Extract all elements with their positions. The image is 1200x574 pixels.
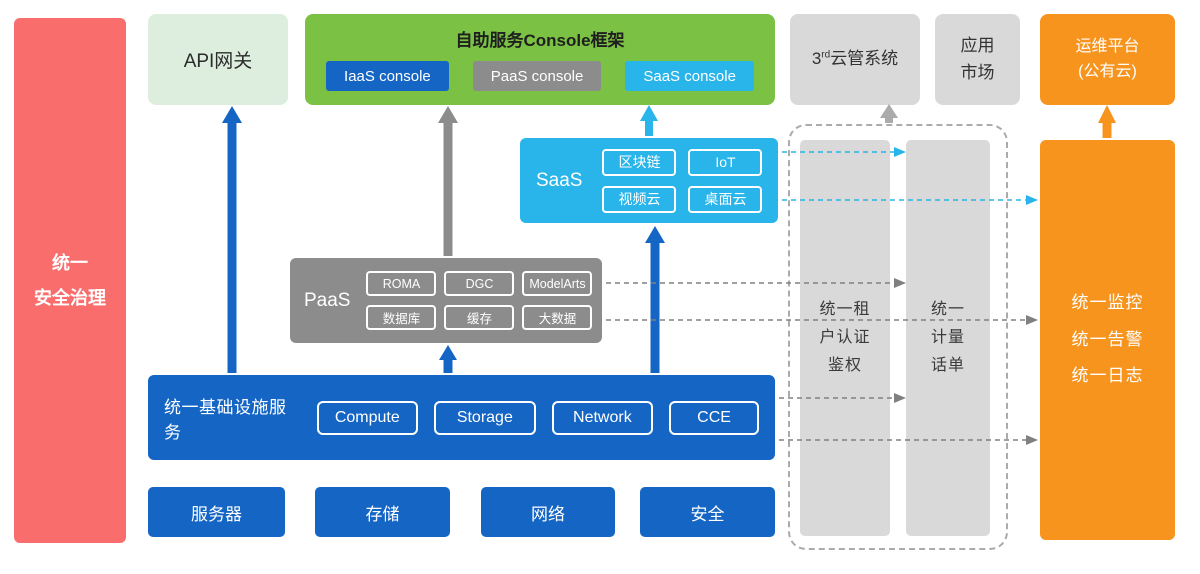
api-gateway-label: API网关 (183, 51, 253, 72)
paas-service-grid: ROMA DGC ModelArts 数据库 缓存 大数据 (366, 271, 593, 330)
saas-service-grid: 区块链 IoT 视频云 桌面云 (602, 148, 763, 213)
console-framework-box: 自助服务Console框架 IaaS console PaaS console … (305, 14, 775, 105)
resource-box-server: 服务器 (148, 487, 285, 537)
security-governance-bar: 统一 安全治理 (14, 18, 126, 543)
arrow-monitor-to-om-platform (1098, 105, 1116, 138)
arrow-infra-to-paas (439, 345, 457, 373)
iaas-console-button: IaaS console (326, 61, 449, 91)
infra-service-compute: Compute (316, 400, 419, 435)
infrastructure-layer-label: 统一基础设施服务 (164, 397, 287, 442)
shared-services-dashed-panel (788, 124, 1008, 550)
infra-service-cce: CCE (669, 400, 759, 435)
monitoring-pillar-label: 统一监控 统一告警 统一日志 (1071, 293, 1144, 386)
console-framework-title: 自助服务Console框架 (455, 31, 625, 50)
paas-service-bigdata: 大数据 (522, 305, 593, 330)
arrow-infra-to-saas (645, 226, 665, 373)
saas-service-blockchain: 区块链 (602, 148, 677, 176)
saas-service-video-cloud: 视频云 (602, 185, 677, 213)
saas-layer-label: SaaS (536, 169, 583, 191)
metering-pillar: 统一 计量 话单 (906, 140, 990, 536)
saas-layer-box: SaaS 区块链 IoT 视频云 桌面云 (520, 138, 778, 223)
paas-layer-label: PaaS (304, 289, 351, 311)
paas-console-button: PaaS console (472, 61, 602, 91)
app-market-box: 应用 市场 (935, 14, 1020, 105)
console-button-row: IaaS console PaaS console SaaS console (326, 61, 754, 91)
saas-console-button: SaaS console (625, 61, 754, 91)
saas-service-desktop-cloud: 桌面云 (688, 185, 763, 213)
app-market-label: 应用 市场 (960, 36, 995, 82)
arrow-paas-to-console (438, 106, 458, 256)
paas-service-modelarts: ModelArts (522, 271, 593, 296)
metering-pillar-label: 统一 计量 话单 (930, 301, 965, 374)
auth-pillar-label: 统一租 户认证 鉴权 (819, 301, 871, 374)
paas-service-dgc: DGC (444, 271, 515, 296)
paas-service-cache: 缓存 (444, 305, 515, 330)
infrastructure-layer-box: 统一基础设施服务 Compute Storage Network CCE (148, 375, 775, 460)
third-party-cloud-mgmt-label: 3rd云管系统 (811, 49, 899, 69)
third-party-cloud-mgmt-box: 3rd云管系统 (790, 14, 920, 105)
auth-pillar: 统一租 户认证 鉴权 (800, 140, 890, 536)
resource-box-network: 网络 (481, 487, 615, 537)
security-governance-label: 统一 安全治理 (34, 253, 106, 308)
arrow-infra-to-api-gateway (222, 106, 242, 373)
resource-box-storage: 存储 (315, 487, 450, 537)
paas-service-database: 数据库 (366, 305, 437, 330)
arrow-saas-to-console (640, 105, 658, 136)
saas-service-iot: IoT (688, 148, 763, 176)
arrow-panel-to-cloud-mgmt (880, 104, 898, 123)
om-platform-box: 运维平台 (公有云) (1040, 14, 1175, 105)
api-gateway-box: API网关 (148, 14, 288, 105)
infra-service-network: Network (551, 400, 654, 435)
om-platform-label: 运维平台 (公有云) (1075, 37, 1140, 80)
monitoring-pillar: 统一监控 统一告警 统一日志 (1040, 140, 1175, 540)
resource-box-security: 安全 (640, 487, 775, 537)
paas-layer-box: PaaS ROMA DGC ModelArts 数据库 缓存 大数据 (290, 258, 602, 343)
paas-service-roma: ROMA (366, 271, 437, 296)
infra-service-storage: Storage (434, 400, 536, 435)
